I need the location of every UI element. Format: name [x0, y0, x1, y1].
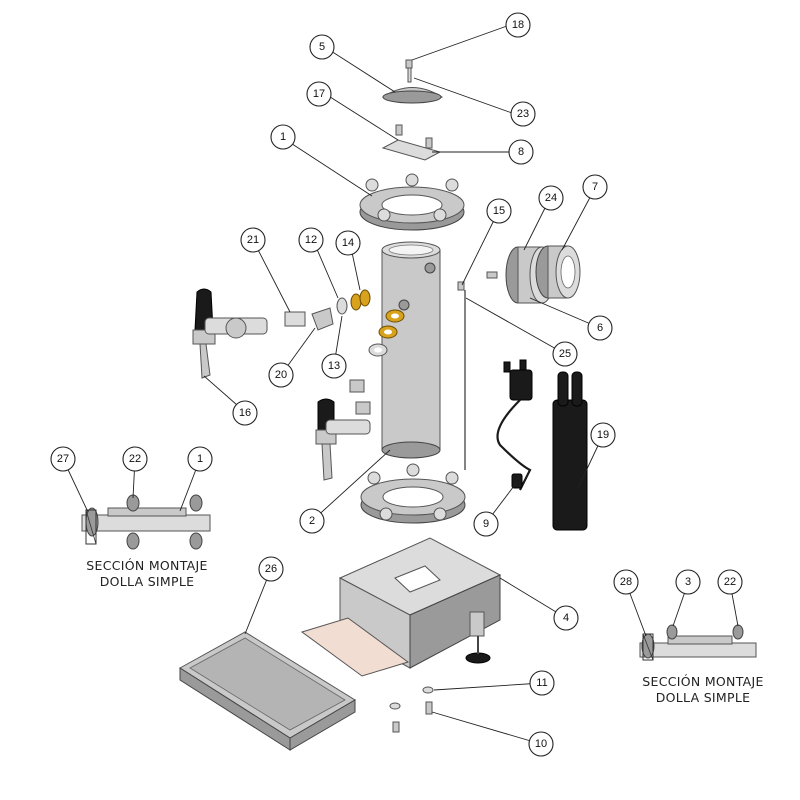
svg-text:11: 11 — [536, 677, 547, 689]
svg-text:22: 22 — [724, 576, 736, 588]
dome-cap-part — [381, 87, 444, 104]
right-section-caption: SECCIÓN MONTAJE DOLLA SIMPLE — [618, 674, 788, 706]
callout-20: 20 — [268, 362, 294, 388]
lower-tap-part — [315, 379, 371, 481]
callout-10: 10 — [528, 731, 554, 757]
tap-washers-part — [336, 289, 371, 315]
svg-text:9: 9 — [483, 518, 489, 530]
callout-24: 24 — [538, 185, 564, 211]
svg-text:16: 16 — [239, 407, 251, 419]
callout-19: 19 — [590, 422, 616, 448]
section-right-callout-3: 3 — [675, 569, 701, 595]
cooler-head-part — [505, 245, 581, 304]
top-flange-part — [359, 173, 465, 231]
base-box-part — [338, 537, 502, 669]
base-screws-part — [389, 686, 434, 733]
right-caption-line1: SECCIÓN MONTAJE — [642, 674, 764, 689]
callout-5: 5 — [309, 34, 335, 60]
drip-tray-part — [179, 631, 356, 751]
callout-14: 14 — [335, 230, 361, 256]
insulation-cylinder-part — [552, 371, 588, 531]
svg-text:10: 10 — [535, 738, 547, 750]
callout-6: 6 — [587, 315, 613, 341]
left-caption-line1: SECCIÓN MONTAJE — [86, 558, 208, 573]
upper-tap-part — [192, 288, 268, 379]
left-caption-line2: DOLLA SIMPLE — [99, 574, 195, 589]
callout-18: 16 — [232, 400, 258, 426]
right-caption-line2: DOLLA SIMPLE — [655, 690, 751, 705]
section-right-callout-28: 28 — [613, 569, 639, 595]
left-section-detail — [81, 494, 211, 550]
svg-text:1: 1 — [197, 453, 203, 465]
callout-25: 25 — [552, 341, 578, 367]
svg-text:17: 17 — [313, 88, 325, 100]
svg-text:20: 20 — [275, 369, 287, 381]
svg-text:12: 12 — [305, 234, 317, 246]
callout-12: 12 — [298, 227, 324, 253]
bracket-bar-part — [381, 124, 442, 161]
callout-21: 21 — [240, 227, 266, 253]
svg-text:2: 2 — [309, 515, 315, 527]
svg-text:14: 14 — [342, 237, 354, 249]
top-screw-part — [405, 59, 413, 83]
svg-text:7: 7 — [592, 181, 598, 193]
callout-11: 11 — [529, 670, 555, 696]
callout-9: 9 — [473, 511, 499, 537]
main-column-part — [381, 241, 441, 459]
svg-text:27: 27 — [57, 453, 69, 465]
callout-1: 1 — [270, 124, 296, 150]
svg-text:26: 26 — [265, 563, 277, 575]
svg-text:1: 1 — [280, 131, 286, 143]
svg-text:19: 19 — [597, 429, 609, 441]
svg-text:24: 24 — [545, 192, 557, 204]
svg-text:4: 4 — [563, 612, 569, 624]
right-section-detail — [639, 624, 757, 661]
callout-15: 15 — [486, 198, 512, 224]
svg-text:5: 5 — [319, 41, 325, 53]
sensor-rod-part — [457, 271, 498, 470]
callout-8: 8 — [508, 139, 534, 165]
power-adapter-part — [496, 359, 533, 491]
callout-26: 26 — [258, 556, 284, 582]
svg-text:28: 28 — [620, 576, 632, 588]
washer-set-part — [368, 309, 405, 357]
svg-text:3: 3 — [685, 576, 691, 588]
callout-2: 2 — [299, 508, 325, 534]
tap-fittings-part — [284, 307, 334, 331]
svg-text:6: 6 — [597, 322, 603, 334]
callout-7: 7 — [582, 174, 608, 200]
svg-text:23: 23 — [517, 108, 529, 120]
svg-text:8: 8 — [518, 146, 524, 158]
drip-plate-part — [300, 617, 410, 677]
svg-text:13: 13 — [328, 360, 340, 372]
svg-text:22: 22 — [129, 453, 141, 465]
leader-lines — [62, 25, 739, 745]
callout-17: 18 — [505, 12, 531, 38]
section-left-callout-22: 22 — [122, 446, 148, 472]
section-left-callout-27: 27 — [50, 446, 76, 472]
svg-text:21: 21 — [247, 234, 259, 246]
callout-16: 17 — [306, 81, 332, 107]
svg-text:25: 25 — [559, 348, 571, 360]
callout-4: 4 — [553, 605, 579, 631]
bottom-flange-part — [360, 463, 466, 524]
callout-23: 23 — [510, 101, 536, 127]
svg-text:18: 18 — [512, 19, 524, 31]
callout-13: 13 — [321, 353, 347, 379]
section-left-callout-1: 1 — [187, 446, 213, 472]
section-right-callout-22: 22 — [717, 569, 743, 595]
left-section-caption: SECCIÓN MONTAJE DOLLA SIMPLE — [62, 558, 232, 590]
svg-text:15: 15 — [493, 205, 505, 217]
